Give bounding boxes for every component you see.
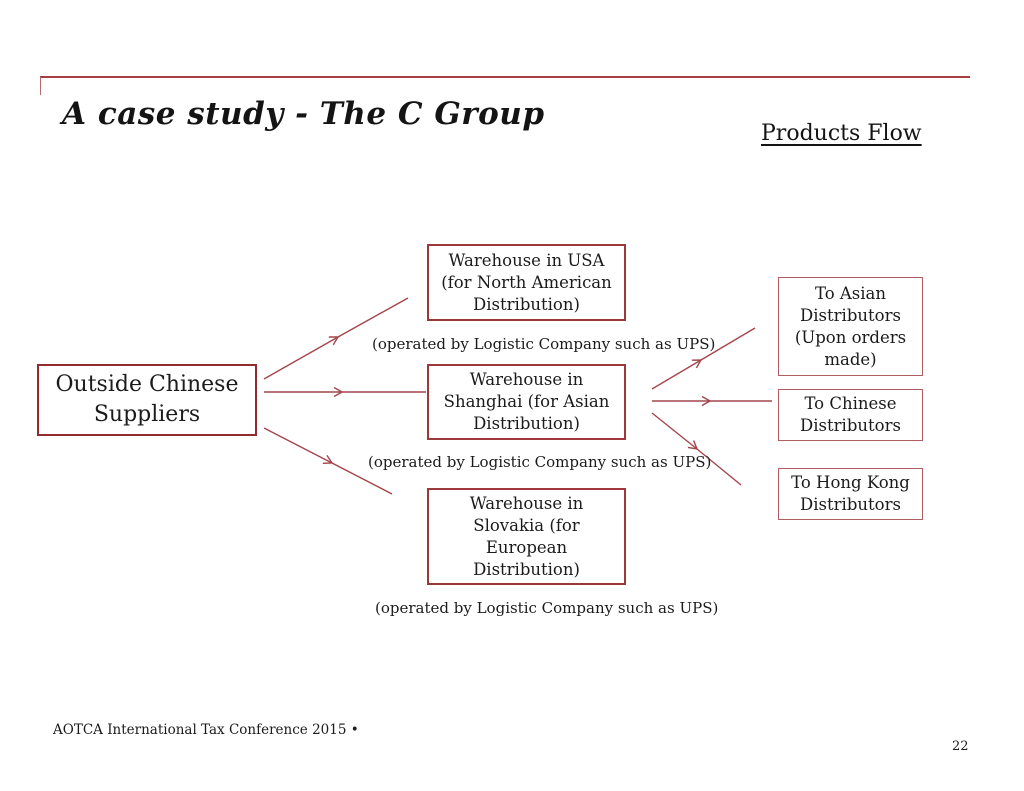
footer-text: AOTCA International Tax Conference 2015 … bbox=[53, 722, 359, 738]
warehouse-shanghai-box: Warehouse in Shanghai (for Asian Distrib… bbox=[427, 364, 626, 440]
caption-usa-operator: (operated by Logistic Company such as UP… bbox=[372, 335, 716, 353]
products-flow-heading: Products Flow bbox=[761, 121, 922, 146]
distributor-asian-box: To Asian Distributors (Upon orders made) bbox=[778, 277, 923, 376]
suppliers-box: Outside Chinese Suppliers bbox=[37, 364, 257, 436]
distributor-hongkong-box: To Hong Kong Distributors bbox=[778, 468, 923, 520]
distributor-chinese-box: To Chinese Distributors bbox=[778, 389, 923, 441]
page-number: 22 bbox=[952, 739, 969, 754]
caption-shanghai-operator: (operated by Logistic Company such as UP… bbox=[368, 453, 712, 471]
arrow-shanghai-to-hongkong bbox=[651, 412, 742, 486]
warehouse-slovakia-box: Warehouse in Slovakia (for European Dist… bbox=[427, 488, 626, 585]
caption-slovakia-operator: (operated by Logistic Company such as UP… bbox=[375, 599, 719, 617]
warehouse-usa-box: Warehouse in USA (for North American Dis… bbox=[427, 244, 626, 321]
slide-title: A case study - The C Group bbox=[62, 96, 545, 132]
